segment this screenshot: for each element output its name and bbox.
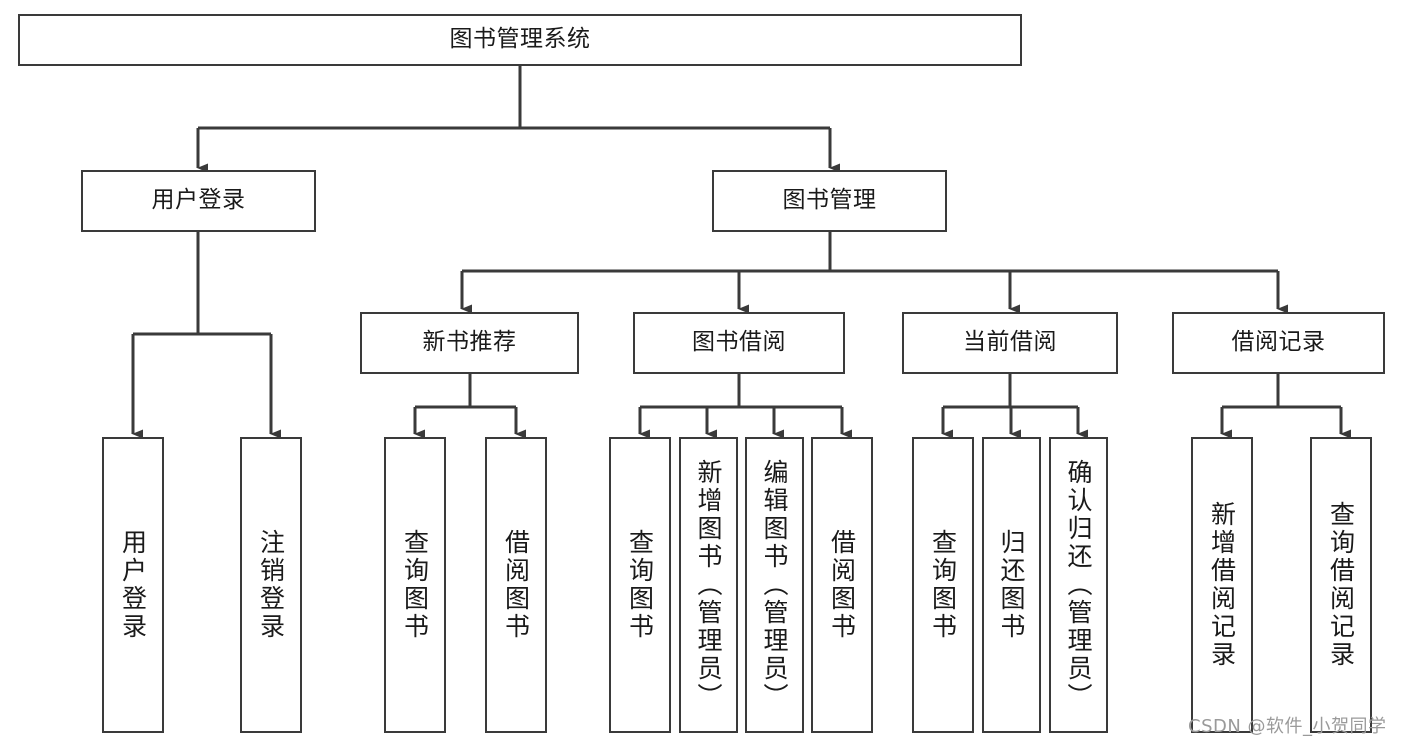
node-leaf-query-book-1-label: 查询图书 <box>400 529 430 641</box>
node-current-borrow-label: 当前借阅 <box>963 329 1057 356</box>
node-leaf-add-record[interactable]: 新增借阅记录 <box>1191 437 1253 733</box>
node-leaf-query-book-3-label: 查询图书 <box>928 529 958 641</box>
node-root-system-label: 图书管理系统 <box>449 26 591 53</box>
node-leaf-edit-book[interactable]: 编辑图书（管理员） <box>745 437 804 733</box>
node-book-borrow-label: 图书借阅 <box>692 329 786 356</box>
node-leaf-query-record-label: 查询借阅记录 <box>1326 501 1356 669</box>
node-borrow-record-label: 借阅记录 <box>1231 329 1326 356</box>
node-user-login[interactable]: 用户登录 <box>81 170 316 232</box>
node-leaf-user-login[interactable]: 用户登录 <box>102 437 164 733</box>
node-book-management-label: 图书管理 <box>782 187 877 214</box>
node-user-login-label: 用户登录 <box>151 187 246 214</box>
csdn-watermark: CSDN @软件_小贺同学 <box>1188 716 1387 737</box>
node-leaf-borrow-book-2[interactable]: 借阅图书 <box>811 437 873 733</box>
node-leaf-return-book-label: 归还图书 <box>997 529 1026 641</box>
node-leaf-borrow-book-1[interactable]: 借阅图书 <box>485 437 547 733</box>
node-leaf-add-book[interactable]: 新增图书（管理员） <box>679 437 738 733</box>
node-leaf-borrow-book-1-label: 借阅图书 <box>501 529 531 641</box>
node-leaf-return-book[interactable]: 归还图书 <box>982 437 1041 733</box>
node-root-system[interactable]: 图书管理系统 <box>18 14 1022 66</box>
node-leaf-confirm-return[interactable]: 确认归还（管理员） <box>1049 437 1108 733</box>
node-leaf-query-book-2-label: 查询图书 <box>625 529 655 641</box>
node-leaf-logout-label: 注销登录 <box>256 529 286 641</box>
node-leaf-confirm-return-label: 确认归还（管理员） <box>1064 459 1093 711</box>
node-new-book-recommend[interactable]: 新书推荐 <box>360 312 579 374</box>
node-leaf-logout[interactable]: 注销登录 <box>240 437 302 733</box>
node-leaf-user-login-label: 用户登录 <box>118 529 148 641</box>
node-leaf-edit-book-label: 编辑图书（管理员） <box>760 459 789 711</box>
node-leaf-add-book-label: 新增图书（管理员） <box>694 459 723 711</box>
node-leaf-add-record-label: 新增借阅记录 <box>1207 501 1237 669</box>
node-leaf-query-record[interactable]: 查询借阅记录 <box>1310 437 1372 733</box>
node-borrow-record[interactable]: 借阅记录 <box>1172 312 1385 374</box>
node-leaf-query-book-3[interactable]: 查询图书 <box>912 437 974 733</box>
node-book-borrow[interactable]: 图书借阅 <box>633 312 845 374</box>
node-book-management[interactable]: 图书管理 <box>712 170 947 232</box>
node-leaf-query-book-1[interactable]: 查询图书 <box>384 437 446 733</box>
node-leaf-borrow-book-2-label: 借阅图书 <box>827 529 857 641</box>
node-new-book-recommend-label: 新书推荐 <box>422 329 517 356</box>
node-current-borrow[interactable]: 当前借阅 <box>902 312 1118 374</box>
node-leaf-query-book-2[interactable]: 查询图书 <box>609 437 671 733</box>
